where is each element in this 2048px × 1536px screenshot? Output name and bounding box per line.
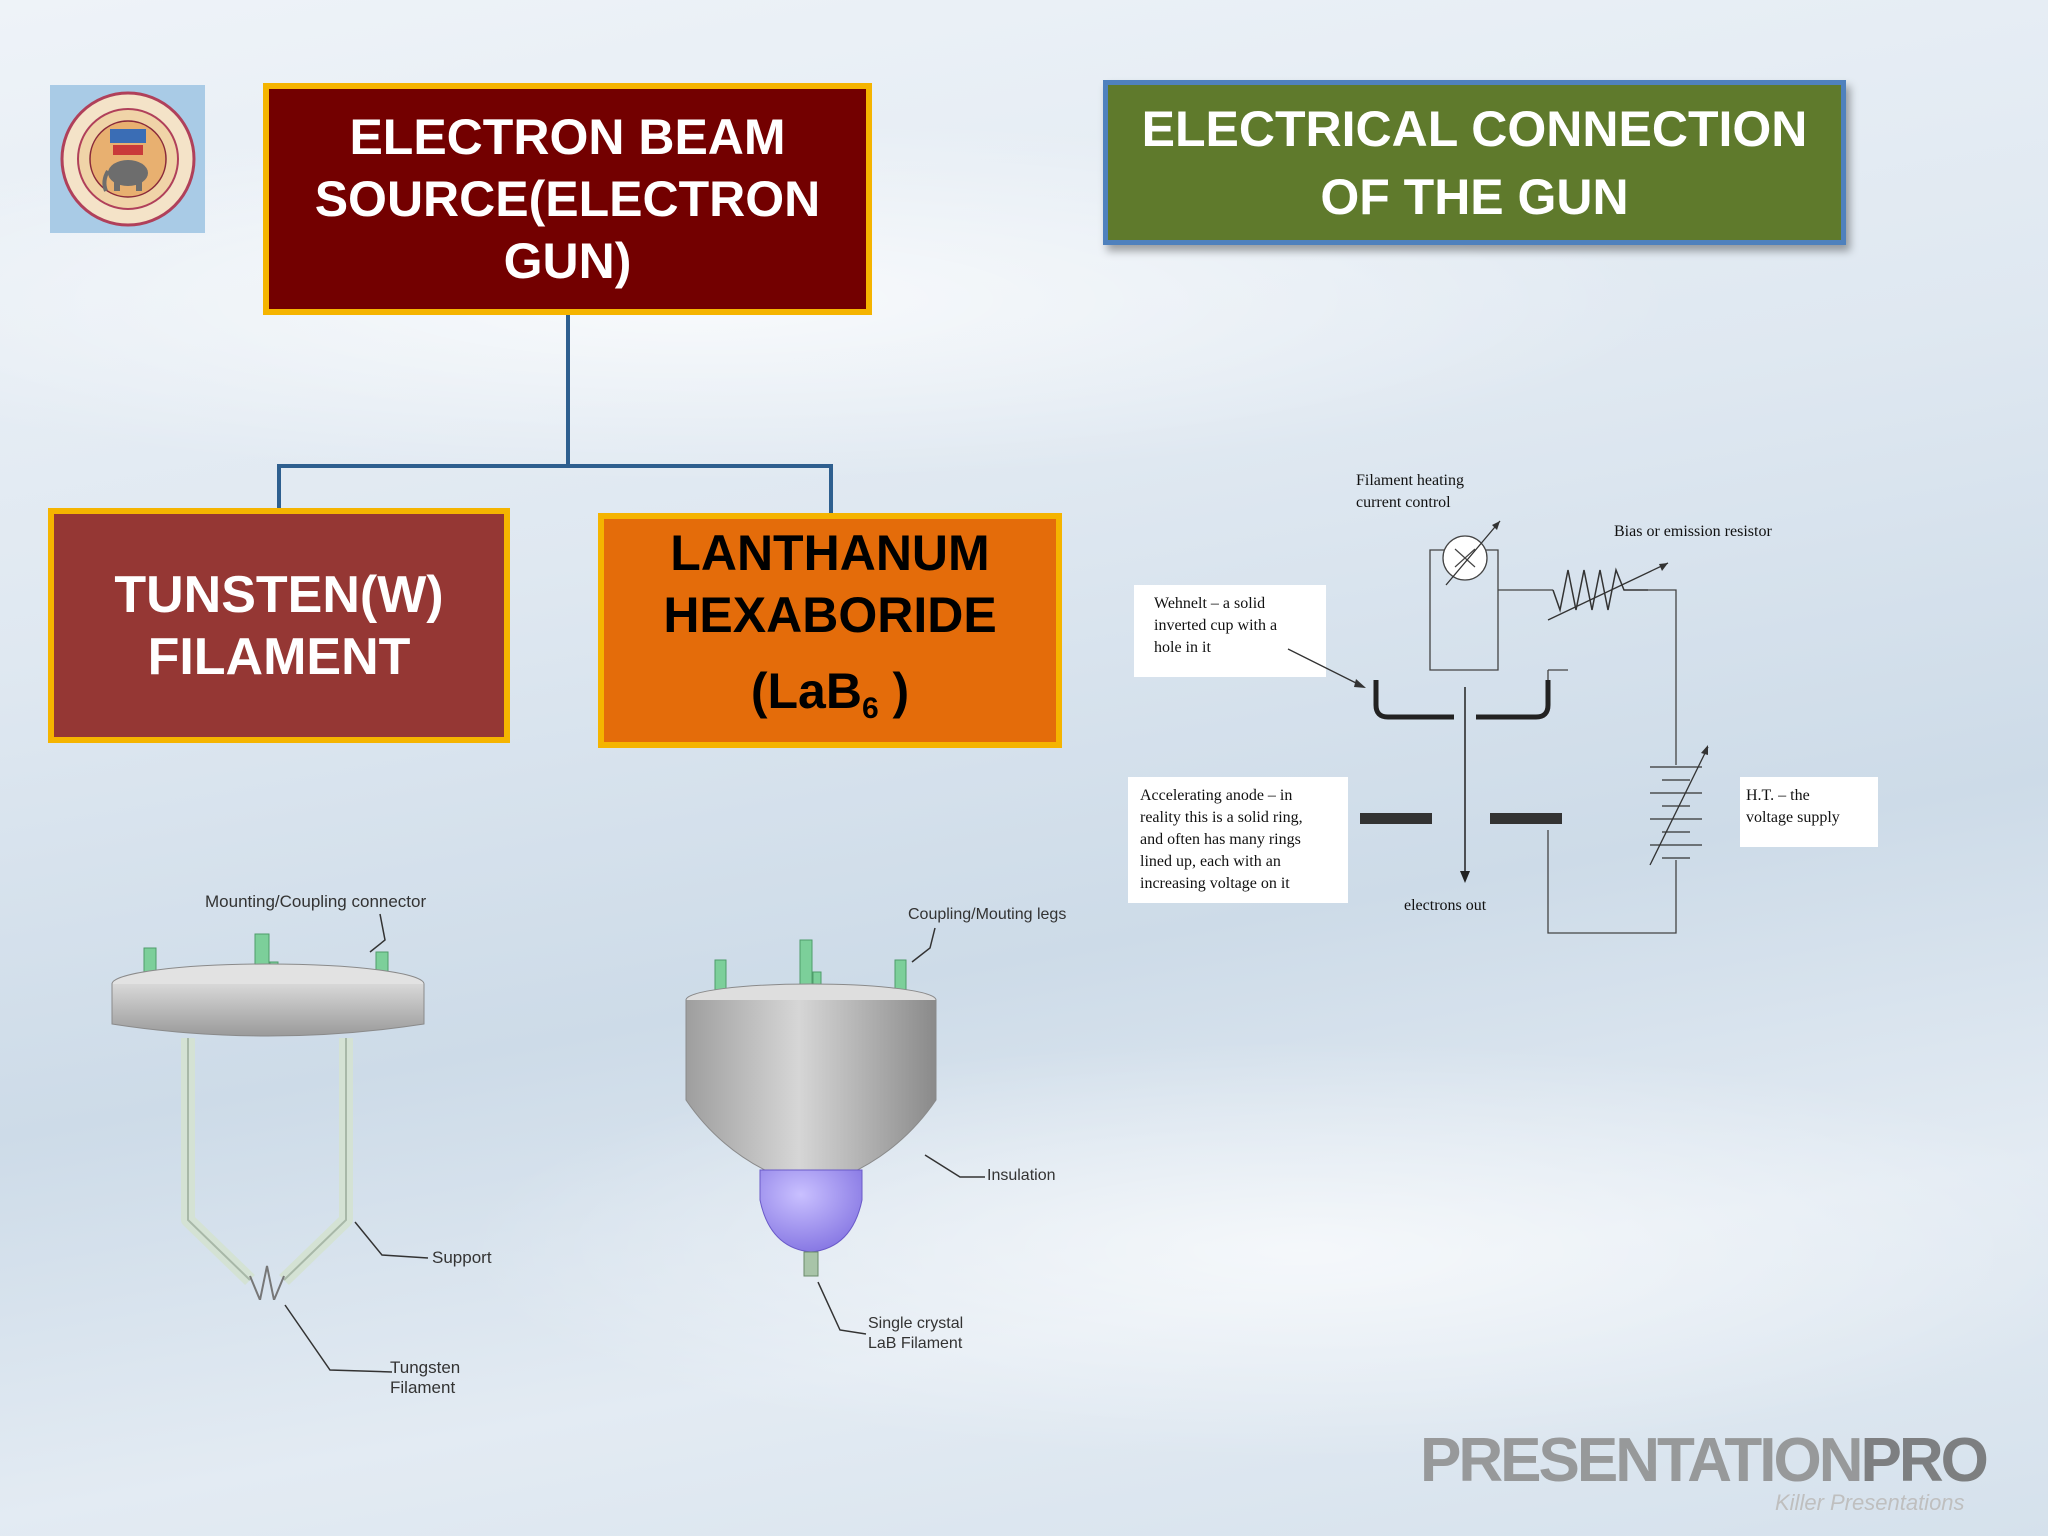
resistor-icon: [1552, 567, 1648, 613]
circuit-drawing: [1287, 520, 1709, 934]
crystal-label: Single crystal LaB Filament: [868, 1315, 964, 1352]
lab6-box: LANTHANUM HEXABORIDE (LaB6 ): [598, 513, 1062, 748]
electrons-out-label: electrons out: [1404, 897, 1487, 914]
wehnelt-label: Wehnelt – a solid inverted cup with a ho…: [1154, 595, 1278, 656]
university-seal-icon: [60, 91, 195, 227]
main-title-line2: SOURCE(ELECTRON GUN): [314, 171, 821, 289]
tungsten-line1: TUNSTEN(W): [114, 565, 444, 624]
watermark-tagline: Killer Presentations: [1775, 1490, 1965, 1515]
connector-to-lab6: [568, 464, 833, 513]
anode-label-bg: [1128, 777, 1348, 903]
ht-label-bg: [1740, 777, 1878, 847]
tungsten-line2: FILAMENT: [147, 627, 411, 686]
support-label: Support: [432, 1248, 492, 1267]
tungsten-filament-label: Tungsten Filament: [390, 1358, 461, 1397]
lab6-line1: LANTHANUM: [670, 524, 990, 581]
wehnelt-label-bg: [1134, 585, 1326, 677]
connector-label: Mounting/Coupling connector: [205, 892, 427, 911]
side-title-box: ELECTRICAL CONNECTION OF THE GUN: [1103, 80, 1846, 245]
main-title-line1: ELECTRON BEAM: [349, 109, 786, 165]
lab6-formula: (LaB6 ): [750, 662, 910, 725]
main-title-box: ELECTRON BEAM SOURCE(ELECTRON GUN): [263, 83, 872, 315]
anode-label: Accelerating anode – in reality this is …: [1140, 787, 1303, 892]
legs-label: Coupling/Mouting legs: [908, 906, 1067, 923]
side-title-line2: OF THE GUN: [1320, 168, 1629, 225]
insulation-label: Insulation: [987, 1167, 1056, 1184]
lab6-filament-illustration: [685, 939, 937, 1277]
university-logo: [50, 85, 205, 233]
filament-control-label: Filament heating current control: [1356, 472, 1464, 511]
ht-label: H.T. – the voltage supply: [1746, 787, 1840, 826]
connector-to-tungsten: [277, 315, 570, 508]
watermark-logo: PRESENTATIONPRO: [1420, 1426, 1989, 1495]
circuit-diagram: Filament heating current control Bias or…: [1128, 455, 1878, 945]
lab6-line2: HEXABORIDE: [663, 586, 997, 643]
tungsten-filament-illustration: [111, 933, 425, 1300]
tungsten-filament-box: TUNSTEN(W) FILAMENT: [48, 508, 510, 743]
bias-resistor-label: Bias or emission resistor: [1614, 523, 1772, 540]
side-title-line1: ELECTRICAL CONNECTION: [1141, 100, 1808, 157]
